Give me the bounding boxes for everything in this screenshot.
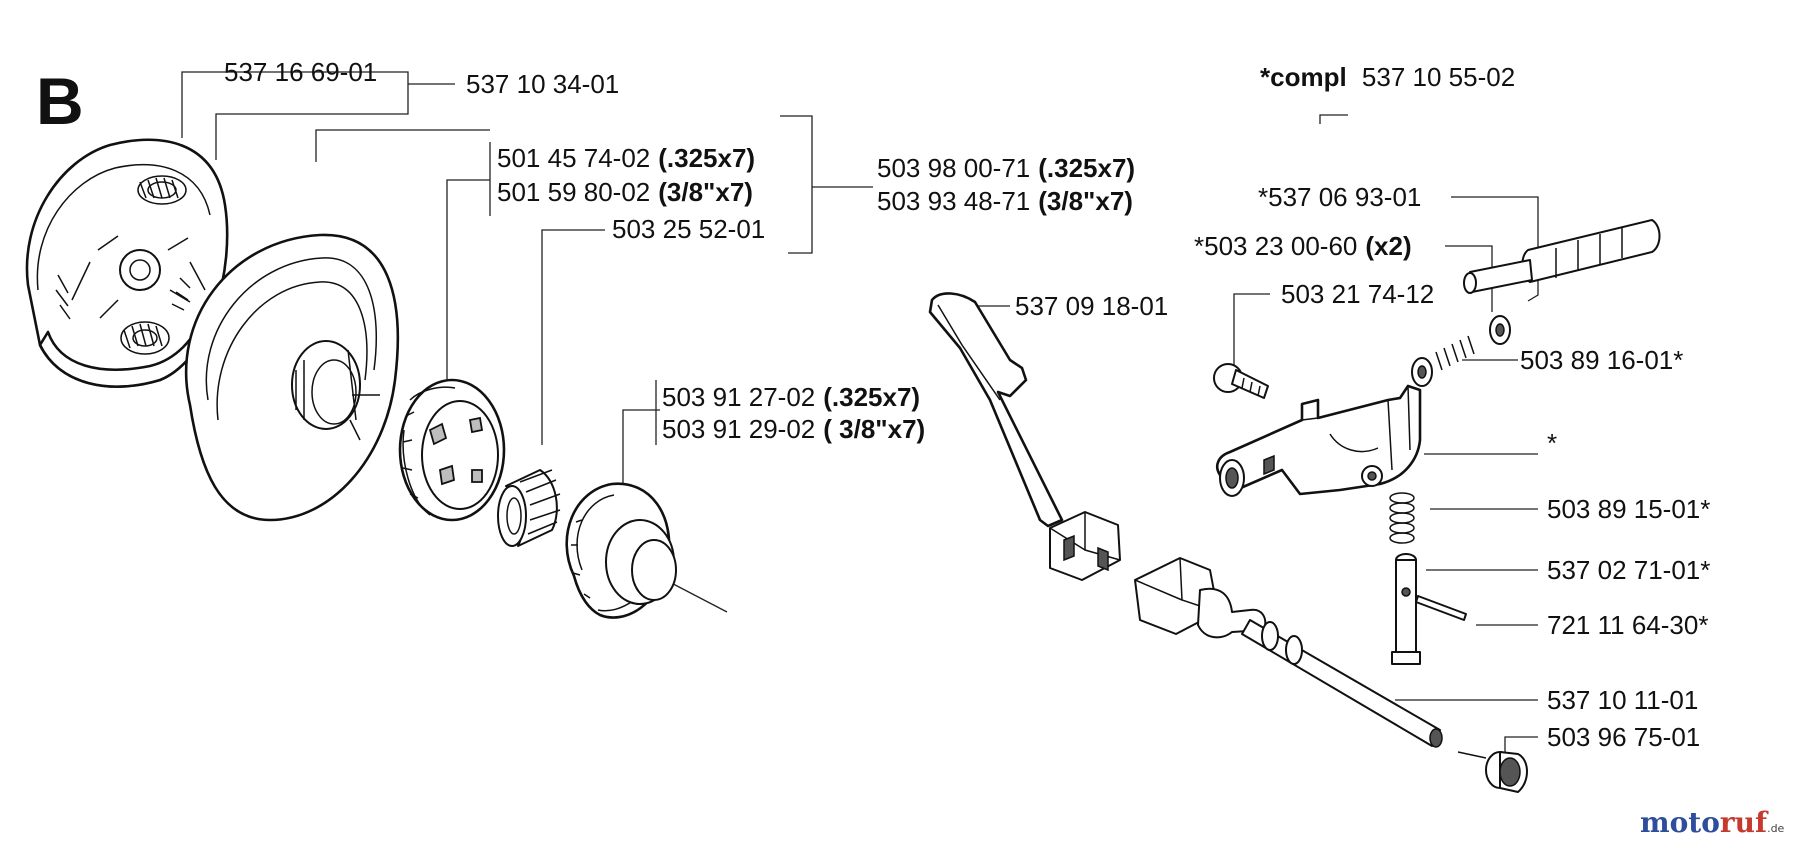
part-label: 537 16 69-01 — [224, 57, 377, 87]
part-label: *503 23 00-60(x2) — [1194, 231, 1412, 261]
part-labels: B *compl 537 10 55-02 537 16 69-01 537 1… — [36, 57, 1710, 752]
part-label: 537 10 34-01 — [466, 69, 619, 99]
bolt — [1213, 363, 1269, 399]
pump-housing — [1216, 384, 1422, 497]
part-label: *537 06 93-01 — [1258, 182, 1421, 212]
clutch-drum — [184, 233, 400, 522]
part-label: 501 59 80-02(3/8"x7) — [497, 177, 753, 207]
adjusting-screw — [1463, 219, 1661, 294]
part-label: 537 10 11-01 — [1547, 685, 1698, 715]
part-label: 503 93 48-71(3/8"x7) — [877, 186, 1133, 216]
spring-small — [1435, 335, 1475, 371]
part-label: 503 21 74-12 — [1281, 279, 1434, 309]
clutch-assembly — [25, 138, 677, 619]
part-label: 501 45 74-02(.325x7) — [497, 143, 755, 173]
watermark-logo: motoruf.de — [1640, 806, 1785, 839]
pump-shaft — [1134, 557, 1443, 748]
part-label: 721 11 64-30* — [1547, 610, 1708, 640]
pin — [1415, 595, 1467, 621]
plunger — [1391, 553, 1421, 665]
leader-lines — [181, 71, 1539, 766]
compl-label: *compl 537 10 55-02 — [1260, 62, 1515, 92]
spring-vertical — [1389, 492, 1415, 544]
rim-sprocket — [398, 378, 506, 522]
control-lever — [928, 292, 1121, 581]
part-label: 503 98 00-71(.325x7) — [877, 153, 1135, 183]
part-label: 503 91 27-02(.325x7) — [662, 382, 920, 412]
oil-filter — [1457, 751, 1528, 793]
spur-sprocket — [565, 482, 677, 619]
part-label: 503 91 29-02( 3/8"x7) — [662, 414, 925, 444]
part-label: 537 02 71-01* — [1547, 555, 1710, 585]
needle-bearing — [497, 469, 561, 547]
part-label: 537 09 18-01 — [1015, 291, 1168, 321]
part-label: 503 89 16-01* — [1520, 345, 1683, 375]
part-label: 503 25 52-01 — [612, 214, 765, 244]
part-label: * — [1547, 428, 1557, 458]
oil-pump-assembly — [928, 219, 1661, 793]
section-letter: B — [36, 64, 84, 138]
clutch-spring — [55, 175, 191, 355]
part-label: 503 89 15-01* — [1547, 494, 1710, 524]
part-label: 503 96 75-01 — [1547, 722, 1700, 752]
